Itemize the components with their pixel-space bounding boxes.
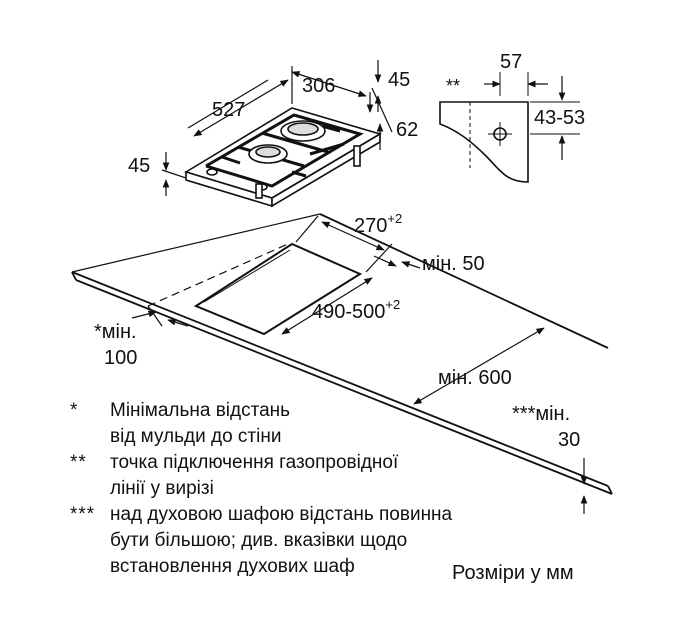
dim-min-wall-label-2: 100 [104,347,137,369]
cooktop-drawing [184,107,382,208]
footnote-wall-distance: * Мінімальна відстань від мульди до стін… [70,398,540,450]
cutout-depth-value: 270 [354,215,387,237]
dim-depth-label: 527 [212,99,245,121]
footnote-oven-distance: *** над духовою шафою відстань повинна б… [70,502,540,580]
dim-height-label: 62 [396,119,418,141]
front-burner [248,144,288,164]
footnote-mark: ** [70,452,87,473]
dim-min-wall-label-1: *мін. [94,321,137,343]
worktop-drawing [71,213,613,495]
rear-burner [280,120,326,142]
footnote-text: точка підключення газопровідної лінії у … [110,452,399,499]
dim-min-oven-label-2: 30 [558,429,580,451]
dim-cutout-width-label: 490-500+2 [312,297,400,323]
worktop-dimensions [131,215,588,514]
footnotes: * Мінімальна відстань від мульди до стін… [70,398,540,580]
cutout-width-value: 490-500 [312,301,385,323]
footnote-gas-connection: ** точка підключення газопровідної лінії… [70,450,540,502]
footnote-text: Мінімальна відстань від мульди до стіни [110,400,291,447]
cooktop-leg [353,145,361,167]
dim-width-label: 306 [302,75,335,97]
footnote-mark: * [70,400,79,421]
dim-pipe-depth-label: 43-53 [534,107,585,129]
gas-pipe-detail [439,72,580,183]
dim-pipe-offset-label: 57 [500,51,522,73]
dim-top-offset-label: 45 [388,69,410,91]
cooktop-dimensions [161,60,393,196]
worktop-cutout [193,242,363,336]
cutout-depth-tolerance: +2 [387,211,402,226]
dim-left-offset-label: 45 [128,155,150,177]
dim-min-front-label: мін. 50 [422,253,485,275]
cutout-width-tolerance: +2 [385,297,400,312]
units-label: Розміри у мм [452,562,574,584]
worktop-section [439,101,529,183]
dim-min-oven-label-1: ***мін. [512,403,570,425]
control-knob-left [206,168,218,176]
pipe-marker-label: ** [446,76,460,96]
dim-cutout-depth-label: 270+2 [354,211,402,237]
footnote-mark: *** [70,504,96,525]
cooktop-leg [255,183,263,199]
dim-min-side-label: мін. 600 [438,367,512,389]
footnote-text: над духовою шафою відстань повинна бути … [110,504,453,577]
